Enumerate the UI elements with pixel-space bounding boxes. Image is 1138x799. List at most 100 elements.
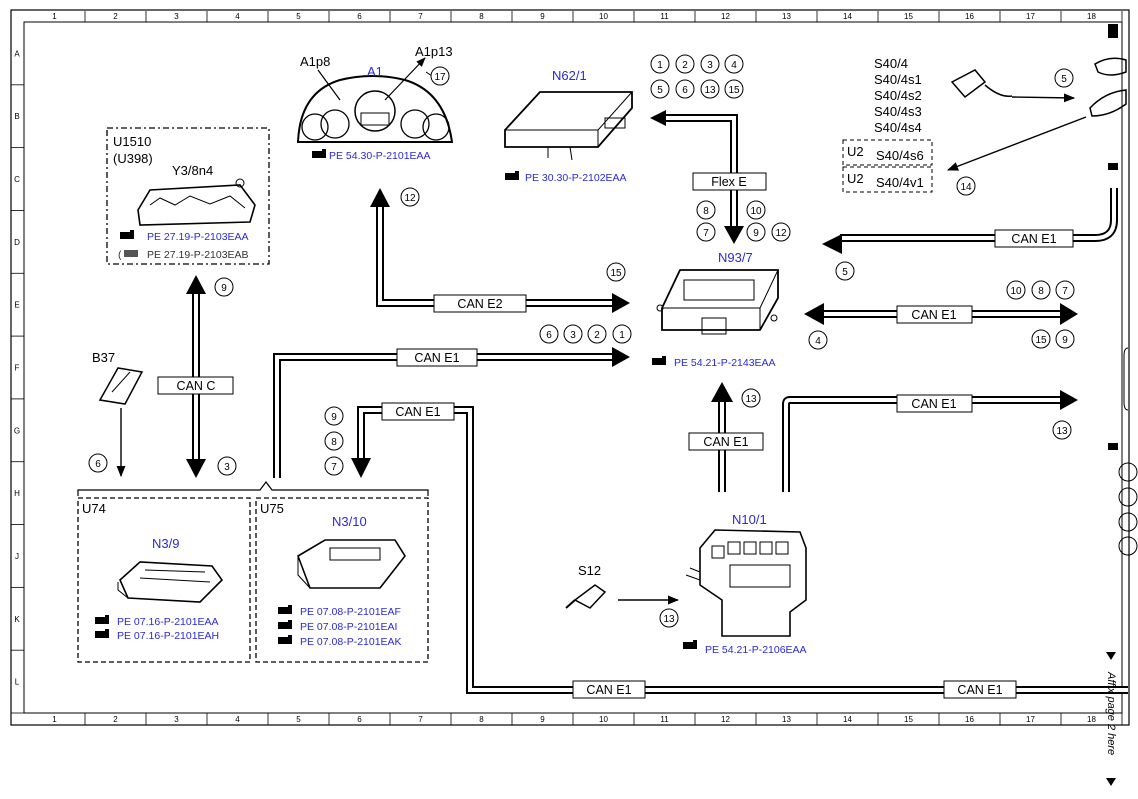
can-c-bus (157, 275, 234, 478)
callout-6: 6 (88, 453, 108, 473)
u75-reference-2[interactable]: PE 07.08-P-2101EAI (300, 621, 397, 633)
n10-1-reference[interactable]: PE 54.21-P-2106EAA (705, 644, 807, 656)
svg-text:6: 6 (682, 85, 688, 96)
u1510-reference-2[interactable]: PE 27.19-P-2103EAB (147, 249, 249, 261)
svg-text:6: 6 (546, 330, 552, 341)
u1510-box (106, 127, 270, 265)
n10-1-label: N10/1 (732, 512, 767, 527)
u74-reference-2[interactable]: PE 07.16-P-2101EAH (117, 630, 219, 642)
right-top-callouts: 10 8 7 15 9 (1006, 280, 1075, 349)
grid-column-label: 16 (965, 12, 974, 21)
svg-text:5: 5 (1061, 74, 1067, 85)
grid-row-label: D (14, 238, 20, 247)
n62-callouts: 1 2 3 4 5 6 13 15 (650, 54, 744, 99)
brake-switch-icon (565, 584, 607, 609)
grid-row-label: B (14, 112, 19, 121)
grid-column-label: 14 (843, 12, 852, 21)
ecu-n3-9-icon (117, 561, 224, 603)
grid-column-label: 17 (1026, 12, 1035, 21)
u1510-label: U1510 (113, 134, 151, 149)
callout-3: 3 (217, 456, 237, 476)
can-e1-label: CAN E1 (1011, 232, 1056, 246)
svg-text:17: 17 (434, 72, 446, 83)
module-n93-7 (656, 269, 779, 335)
svg-text:3: 3 (224, 462, 230, 473)
s12-label: S12 (578, 563, 601, 578)
svg-text:2: 2 (682, 60, 688, 71)
grid-column-label: 1 (52, 12, 57, 21)
callout-13: 13 (741, 388, 761, 408)
flex-e-bus (650, 110, 767, 244)
svg-text:9: 9 (221, 283, 227, 294)
reference-hand-icon (278, 605, 292, 614)
ecu-n3-10-icon (297, 539, 406, 589)
svg-text:8: 8 (1038, 286, 1044, 297)
grid-column-label: 6 (357, 715, 362, 724)
can-e1-label: CAN E1 (414, 351, 459, 365)
can-e1-bus-n10 (688, 382, 764, 492)
grid-column-label: 15 (904, 12, 913, 21)
reference-hand-icon (95, 615, 109, 624)
u74-reference-1[interactable]: PE 07.16-P-2101EAA (117, 616, 219, 628)
grid-column-label: 11 (660, 12, 669, 21)
svg-text:(: ( (118, 249, 122, 261)
grid-row-label: J (15, 552, 19, 561)
grid-row-label: E (14, 301, 19, 310)
engine-bracket (77, 481, 429, 496)
grid-column-label: 12 (721, 12, 730, 21)
u75-reference-1[interactable]: PE 07.08-P-2101EAF (300, 606, 401, 618)
grid-column-label: 10 (599, 12, 608, 21)
grid-column-label: 4 (235, 12, 240, 21)
grid-column-label: 7 (418, 12, 423, 21)
grid-row-label: G (14, 426, 20, 435)
grid-column-label: 1 (52, 715, 57, 724)
svg-text:8: 8 (703, 206, 709, 217)
reference-hand-icon (505, 171, 519, 180)
svg-text:S40/4s4: S40/4s4 (874, 120, 922, 135)
u75-reference-3[interactable]: PE 07.08-P-2101EAK (300, 636, 402, 648)
note-arrow-icon (1106, 652, 1116, 660)
svg-text:7: 7 (703, 228, 709, 239)
y3-8n4-label: Y3/8n4 (172, 163, 213, 178)
can-e1-label: CAN E1 (911, 397, 956, 411)
grid-column-label: 15 (904, 715, 913, 724)
pedal-sensor-icon (98, 367, 144, 405)
reference-hand-icon (683, 640, 697, 649)
can-e1-label: CAN E1 (957, 683, 1002, 697)
grid-row-label: C (14, 175, 20, 184)
svg-text:S40/4s3: S40/4s3 (874, 104, 922, 119)
callout-15: 15 (606, 262, 626, 282)
can-e1-bus-right-top (822, 188, 1118, 254)
svg-text:13: 13 (704, 85, 716, 96)
a1-reference[interactable]: PE 54.30-P-2101EAA (329, 150, 431, 162)
n3-10-label: N3/10 (332, 514, 367, 529)
svg-text:15: 15 (1035, 335, 1047, 346)
svg-text:U2: U2 (847, 171, 864, 186)
s40-labels: S40/4 S40/4s1 S40/4s2 S40/4s3 S40/4s4 U2… (842, 56, 933, 193)
u1510-reference-1[interactable]: PE 27.19-P-2103EAA (147, 231, 249, 243)
s40-arrow (946, 116, 1087, 171)
svg-text:9: 9 (331, 412, 337, 423)
can-e1-label: CAN E1 (911, 308, 956, 322)
grid-column-label: 13 (782, 12, 791, 21)
grid-column-label: 12 (721, 715, 730, 724)
svg-text:5: 5 (842, 267, 848, 278)
a1p13-label: A1p13 (415, 44, 453, 59)
n93-7-reference[interactable]: PE 54.21-P-2143EAA (674, 357, 776, 369)
grid-column-label: 9 (540, 12, 545, 21)
callout-14: 14 (956, 176, 976, 196)
n93-7-label: N93/7 (718, 250, 753, 265)
svg-text:14: 14 (960, 182, 972, 193)
grid-column-label: 4 (235, 715, 240, 724)
reference-hand-icon (278, 635, 292, 644)
grid-row-label: K (14, 615, 20, 624)
affix-page-note: Affix page 2 here (1105, 671, 1117, 755)
s40-arrow (1011, 93, 1076, 103)
n62-1-reference[interactable]: PE 30.30-P-2102EAA (525, 172, 627, 184)
note-arrow-icon (1106, 778, 1116, 786)
can-e1-bus-right-lower (782, 390, 1078, 492)
a1-label: A1 (367, 64, 383, 79)
module-n62-1 (504, 91, 633, 161)
svg-text:3: 3 (707, 60, 713, 71)
